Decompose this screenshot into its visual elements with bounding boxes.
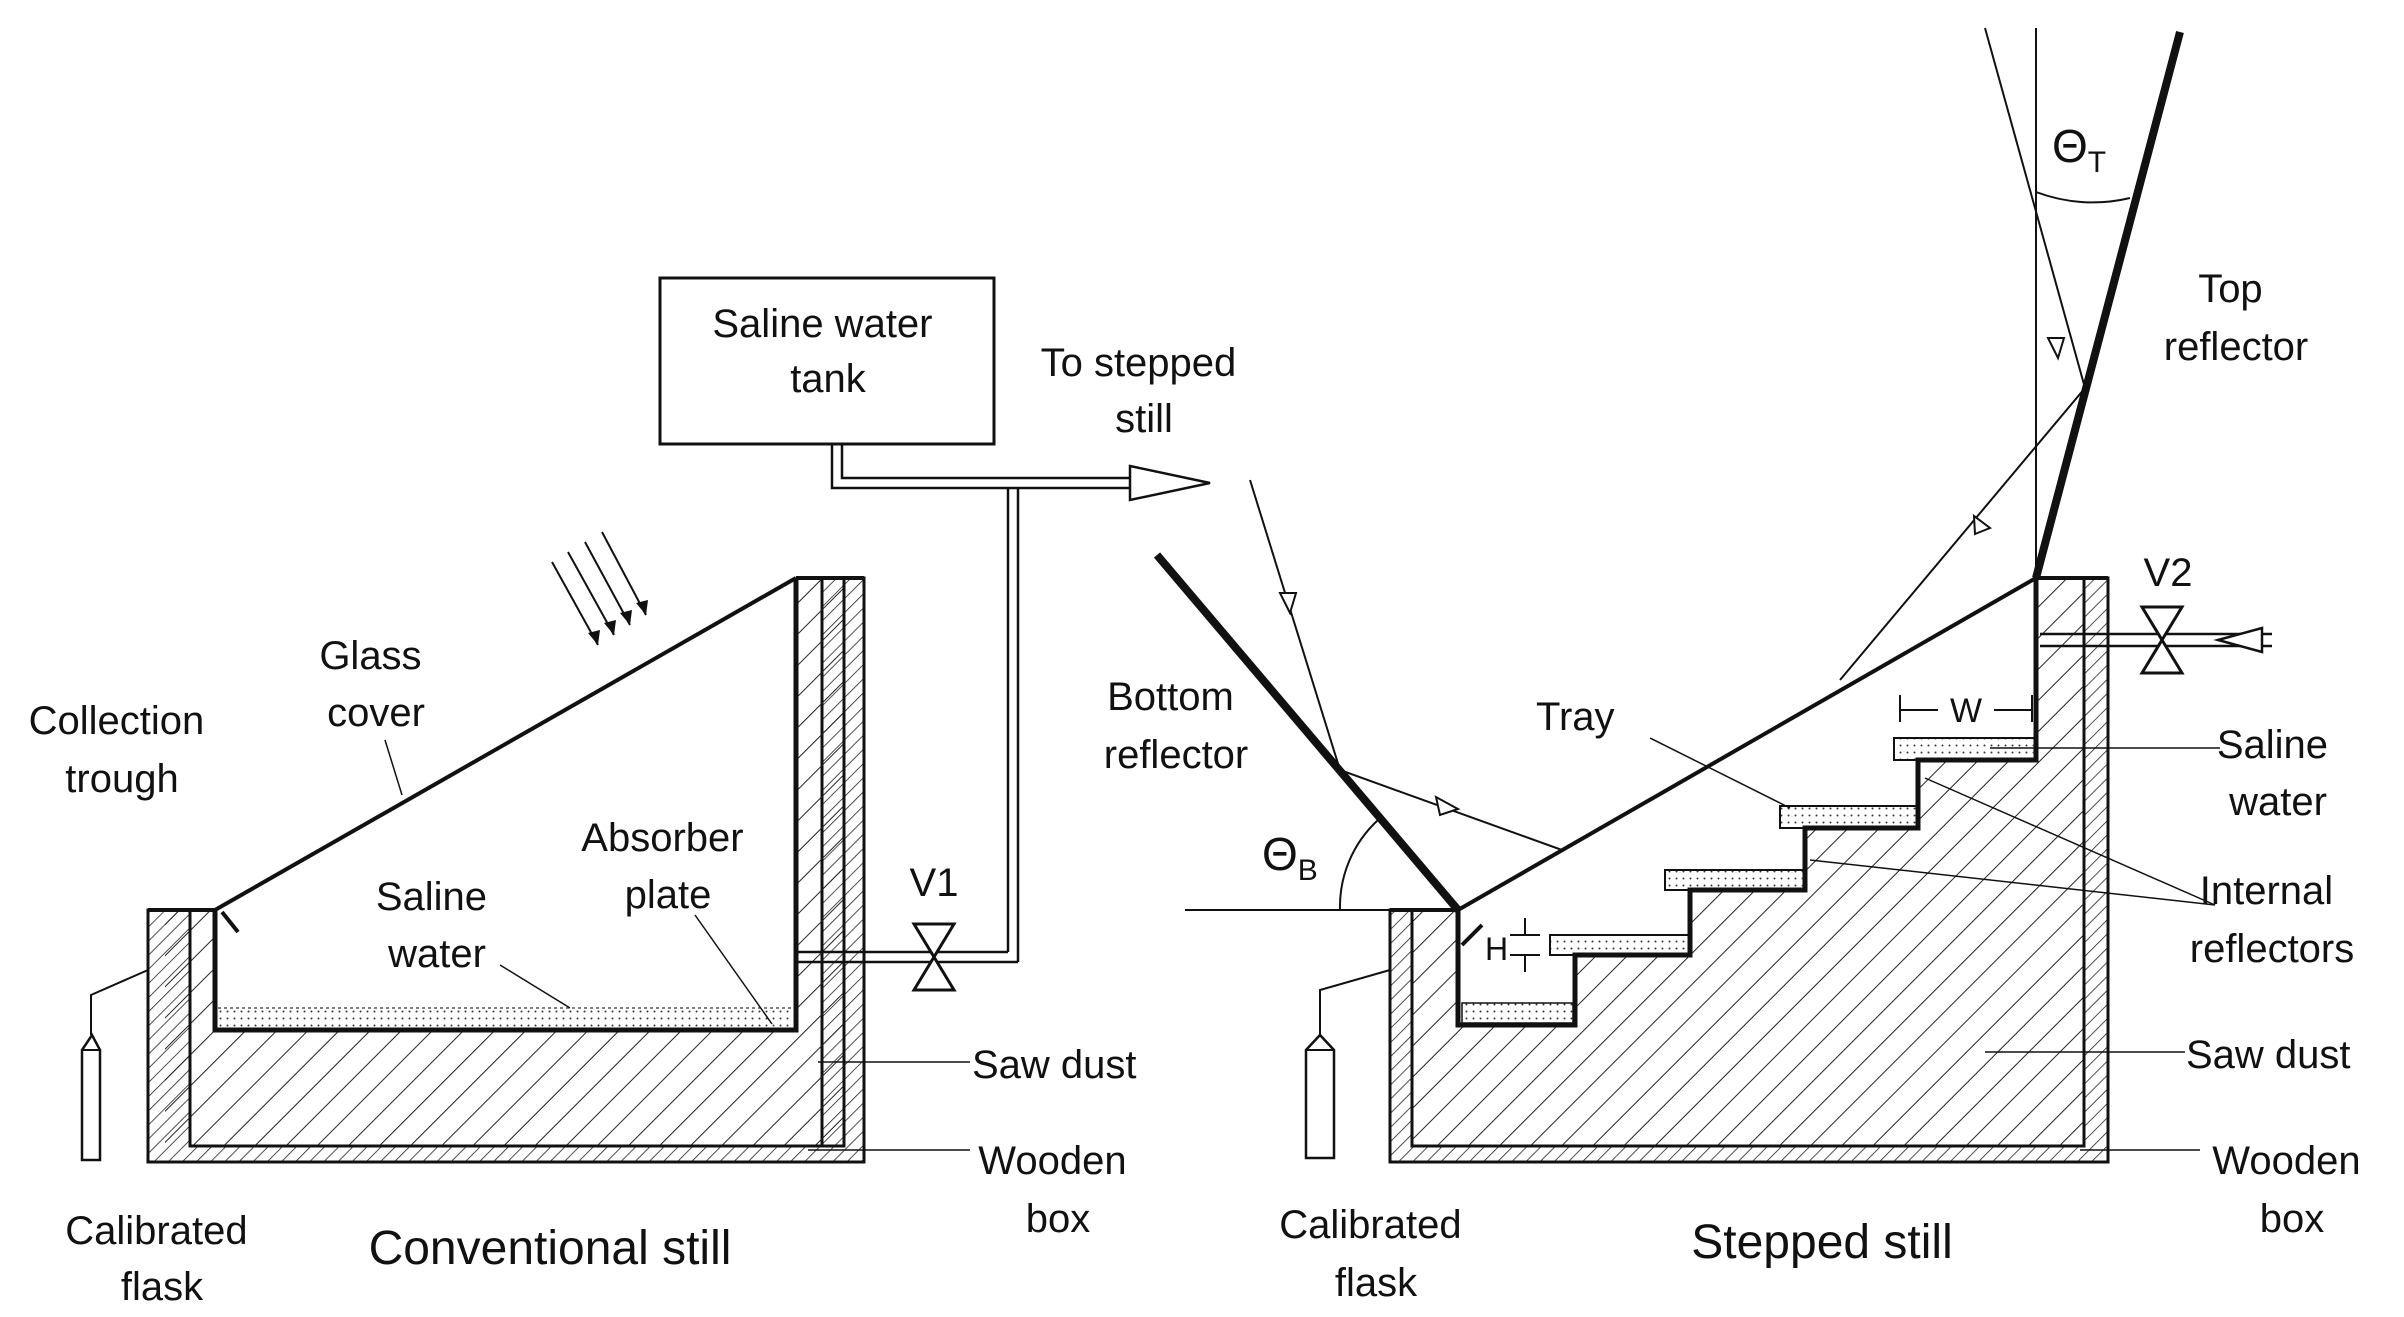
glass-cover-left [214,576,797,912]
valve-v1[interactable] [911,922,957,992]
tray-3 [1664,869,1806,891]
label-calibrated-flask-left: Calibrated flask [65,1209,258,1309]
glass-cover-right [1457,576,2037,912]
trays [1461,737,2037,1024]
label-h: H [1485,931,1508,967]
label-saline-water-right: Saline water [2217,723,2339,824]
to-stepped-arrow [1128,464,1211,502]
saw-dust-right [1412,578,2084,1146]
calibrated-flask-left [80,969,149,1162]
label-wooden-box-left: Wooden box [978,1139,1137,1241]
valve-v2[interactable] [2139,605,2185,675]
label-conventional-still: Conventional still [369,1222,732,1275]
label-absorber-plate: Absorber plate [581,816,754,917]
conventional-still [80,276,1211,1164]
calibrated-flask-right [1304,969,1391,1160]
label-saline-water-left: Saline water [376,875,498,976]
leader-internal-1 [1924,777,2216,906]
label-internal-reflectors: Internal reflectors [2190,869,2355,971]
label-to-stepped-still: To stepped still [1041,341,1248,441]
label-top-reflector: Top reflector [2164,267,2309,369]
stepped-still [1153,27,2272,1164]
label-collection-trough: Collection trough [29,699,216,801]
saw-dust-left [165,578,844,1146]
top-reflector [2032,30,2184,580]
label-sawdust-right: Saw dust [2186,1033,2351,1077]
inner-outline-right [1410,578,2086,1148]
inlet-arrow-right [2213,626,2264,654]
sun-rays [551,531,647,646]
saline-water-tank [658,276,996,446]
label-theta-b: ΘB [1262,828,1318,887]
diagram-labels: Saline water tank To stepped still Colle… [29,120,2371,1309]
label-bottom-reflector: Bottom reflector [1104,675,1249,777]
label-calibrated-flask-right: Calibrated flask [1279,1203,1472,1305]
leader-glass-cover [384,739,403,796]
label-glass-cover: Glass cover [319,634,432,735]
label-theta-t: ΘT [2052,120,2106,179]
tray-1 [1461,1002,1574,1024]
collection-trough-left [220,910,240,934]
label-tray: Tray [1536,695,1615,739]
label-v2: V2 [2144,551,2193,595]
leader-internal-2 [1809,859,2216,906]
label-stepped-still: Stepped still [1691,1216,1953,1269]
label-sawdust-left: Saw dust [972,1043,1137,1087]
width-dimension [1899,695,2033,722]
ray-paths [1249,27,2087,851]
basin-left [212,578,799,1033]
leader-saline-left [499,964,571,1009]
tray-5 [1893,737,2037,761]
bottom-reflector [1153,552,1462,913]
leader-tray [1649,737,1791,809]
label-wooden-box-right: Wooden box [2212,1139,2371,1241]
height-dimension [1510,918,1540,972]
label-w: W [1950,692,1982,730]
tray-2 [1549,934,1691,956]
label-v1: V1 [910,861,959,905]
ray-arrows [1278,337,2066,817]
theta-t-arc [2035,191,2131,204]
collection-trough-right [1460,923,1484,947]
theta-b-arc [1338,819,1379,911]
tray-4 [1779,805,1919,829]
inlet-pipe-right [2040,632,2272,648]
leader-absorber [694,914,773,1025]
inner-basin-left [188,578,846,1148]
label-saline-tank: Saline water tank [712,302,943,401]
saline-water-left [218,1008,794,1028]
